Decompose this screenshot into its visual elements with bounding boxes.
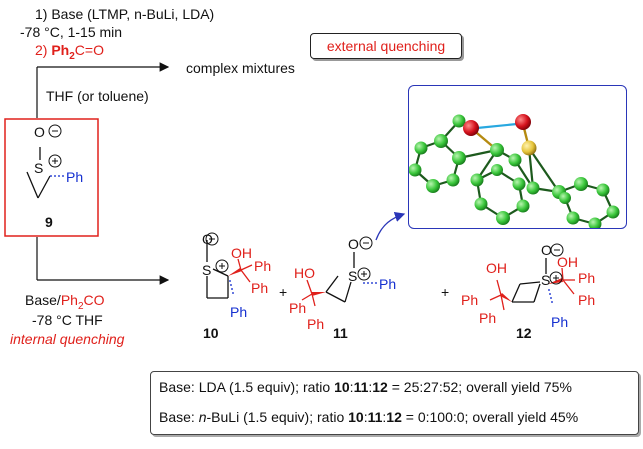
- compound-10-sulfur: S: [202, 262, 212, 278]
- result-nbuli-suffix: = 0:100:0; overall yield 45%: [401, 409, 579, 425]
- compound-12-ph1: Ph: [461, 292, 479, 308]
- result-lda-12: 12: [372, 379, 388, 395]
- result-lda-prefix: Base: LDA (1.5 equiv); ratio: [159, 379, 335, 395]
- compound-10-number: 10: [203, 325, 219, 341]
- compound-9-oxygen: O: [34, 124, 45, 140]
- charge-circles: [48, 124, 564, 285]
- step2-prefix: 2): [35, 42, 52, 58]
- compound-11-bonds: [325, 252, 355, 303]
- reagent-ph: Ph: [51, 42, 70, 58]
- compound-11-number: 11: [333, 325, 348, 341]
- compound-9-sulfur: S: [34, 160, 44, 176]
- compound-12-ph4: Ph: [578, 292, 596, 308]
- step1-temperature: -78 °C, 1-15 min: [20, 24, 123, 40]
- compound-10-ph1: Ph: [254, 258, 272, 274]
- reagent-co-bottom: CO: [83, 292, 105, 308]
- step2-reagent: 2) Ph2C=O: [35, 42, 104, 65]
- compound-11-ho: HO: [294, 265, 315, 281]
- result-nbuli-12: 12: [386, 409, 402, 425]
- result-nbuli-prefix-b: -BuLi (1.5 equiv); ratio: [206, 409, 349, 425]
- sm-box: [4, 118, 99, 237]
- compound-12-bonds: [511, 258, 547, 303]
- result-line-lda: Base: LDA (1.5 equiv); ratio 10:11:12 = …: [159, 379, 572, 395]
- result-lda-colon1: :: [349, 379, 354, 395]
- reagent-co: C=O: [74, 42, 104, 58]
- compound-10-red-bonds: [237, 258, 253, 283]
- results-box: Base: LDA (1.5 equiv); ratio 10:11:12 = …: [150, 371, 639, 435]
- compound-12-ph5: Ph: [551, 314, 569, 330]
- compound-11-ph3: Ph: [379, 276, 397, 292]
- crystal-structure-frame: [408, 85, 627, 229]
- compound-10-ph3: Ph: [230, 304, 248, 320]
- compound-10-ph2: Ph: [251, 280, 269, 296]
- compound-12-oh-right: OH: [557, 254, 578, 270]
- result-nbuli-colon1: :: [363, 409, 368, 425]
- plus-sign-1: +: [279, 284, 288, 300]
- base-label: Base/: [25, 292, 61, 308]
- compound-10-wedge: [228, 268, 242, 276]
- result-nbuli-colon2: :: [382, 409, 387, 425]
- solvent-label: THF (or toluene): [46, 88, 149, 104]
- compound-9-number: 9: [45, 214, 53, 230]
- compound-11-oxygen: O: [348, 236, 359, 252]
- result-nbuli-italic-n: n: [198, 409, 207, 425]
- compound-12-oxygen: O: [541, 242, 552, 258]
- compound-12-ph3: Ph: [578, 270, 596, 286]
- result-nbuli-10: 10: [348, 409, 364, 425]
- result-nbuli-11: 11: [367, 409, 383, 425]
- charge-signs: [52, 130, 560, 281]
- compound-12-number: 12: [516, 325, 532, 341]
- compound-11-ph2: Ph: [307, 316, 325, 332]
- compound-10-oh: OH: [231, 245, 252, 261]
- base-reagent-bottom: Base/Ph2CO: [25, 292, 105, 315]
- compound-11-red-bonds: [301, 279, 316, 307]
- result-lda-colon2: :: [368, 379, 373, 395]
- compound-10-bonds: [206, 240, 229, 299]
- temp-solvent-bottom: -78 °C THF: [32, 312, 103, 328]
- compound-12-hashed: [548, 289, 553, 303]
- step1-conditions: 1) Base (LTMP, n-BuLi, LDA): [35, 6, 215, 22]
- compound-10-oxygen: O: [202, 231, 213, 247]
- compound-12-ph2: Ph: [479, 310, 497, 326]
- compound-11-wedge: [312, 292, 326, 296]
- reagent-subscript: 2: [69, 50, 75, 62]
- internal-quenching-label: internal quenching: [10, 331, 125, 347]
- compound-11-ph1: Ph: [289, 300, 307, 316]
- compound-10-hashed: [229, 280, 234, 294]
- compound-9-phenyl: Ph: [66, 169, 84, 185]
- compound-11-sulfur: S: [348, 268, 358, 284]
- external-quenching-box: external quenching: [310, 33, 462, 59]
- crystal-structure: [409, 114, 620, 228]
- result-line-nbuli: Base: n-BuLi (1.5 equiv); ratio 10:11:12…: [159, 409, 578, 425]
- compound-9-ring: [26, 147, 51, 199]
- result-lda-11: 11: [353, 379, 369, 395]
- result-lda-suffix: = 25:27:52; overall yield 75%: [387, 379, 572, 395]
- reagent-sub-bottom: 2: [77, 300, 84, 312]
- reagent-ph-bottom: Ph: [60, 292, 78, 308]
- complex-mixtures-label: complex mixtures: [186, 60, 295, 76]
- plus-sign-2: +: [441, 284, 450, 300]
- compound-12-red-bonds: [489, 267, 575, 311]
- result-nbuli-prefix: Base:: [159, 409, 199, 425]
- result-lda-10: 10: [334, 379, 350, 395]
- xray-link-arrow: [375, 211, 406, 241]
- compound-12-wedge-left: [500, 293, 512, 302]
- compound-12-oh-left: OH: [486, 260, 507, 276]
- compound-12-sulfur: S: [541, 272, 551, 288]
